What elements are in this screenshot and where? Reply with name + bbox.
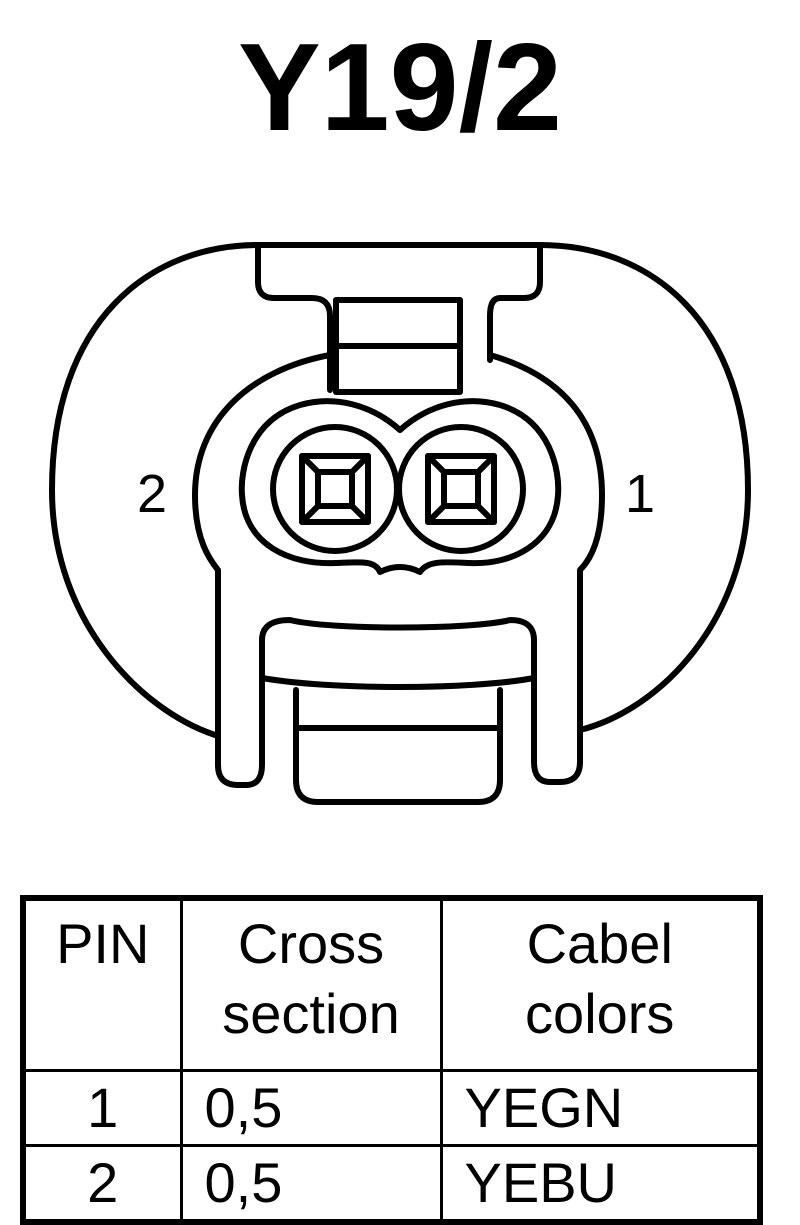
connector-title: Y19/2 [237, 19, 563, 157]
pin-1-socket [396, 424, 526, 554]
table-row: 2 0,5 YEBU [21, 1144, 762, 1224]
header-cable-colors: Cabel colors [439, 896, 762, 1072]
pin-cavity-outline [238, 398, 562, 575]
bottom-tab [293, 687, 503, 805]
pin-1-terminal-outer [425, 453, 497, 525]
pin-2-terminal-outer [299, 453, 371, 525]
cross-section-value: 0,5 [179, 1144, 443, 1224]
pin-2-terminal-inner [315, 469, 355, 509]
cable-color-value: YEBU [439, 1144, 762, 1224]
pin-1-terminal-inner [441, 469, 481, 509]
connector-inner-body [192, 352, 605, 788]
header-pin: PIN [21, 896, 183, 1072]
table-header-row: PIN Cross section Cabel colors [21, 896, 762, 1072]
pin-label-2: 2 [137, 464, 167, 524]
pin-number: 2 [21, 1144, 183, 1224]
latch-tab [255, 245, 543, 393]
pin-assignment-table: PIN Cross section Cabel colors 1 0,5 YEG… [20, 895, 763, 1225]
pin-number: 1 [21, 1069, 183, 1147]
cable-color-value: YEGN [439, 1069, 762, 1147]
header-cross-section: Cross section [179, 896, 443, 1072]
cross-section-value: 0,5 [179, 1069, 443, 1147]
pin-label-1: 1 [625, 464, 655, 524]
connector-housing-outline [49, 242, 751, 738]
table-row: 1 0,5 YEGN [21, 1069, 762, 1147]
bottom-key-slot [259, 617, 537, 683]
pin-2-socket [270, 424, 400, 554]
connector-diagram: 2 1 [49, 242, 751, 805]
